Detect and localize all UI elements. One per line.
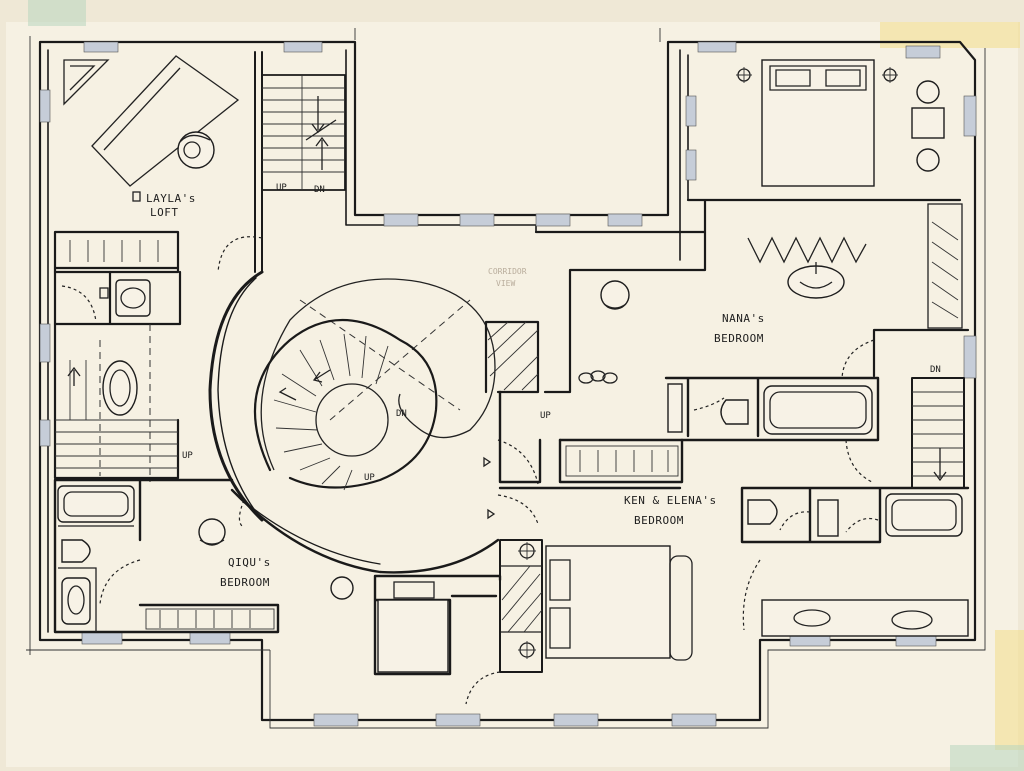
ken-elena-bedroom <box>465 390 970 705</box>
tape-right-edge <box>995 630 1024 750</box>
nana-bath <box>558 376 965 489</box>
stair-up-left: UP <box>182 451 193 461</box>
toilet-icon <box>61 539 91 563</box>
bathtub-icon <box>763 385 873 435</box>
tape-top-left <box>28 0 86 26</box>
toilet-icon <box>747 499 778 525</box>
label-corridor: CORRIDOR <box>488 267 527 276</box>
round-hall <box>208 270 540 600</box>
spiral-up: UP <box>364 473 375 483</box>
vanity-icon <box>761 599 969 637</box>
nana-bedroom <box>534 59 970 394</box>
planter-icon <box>330 576 354 600</box>
toilet-icon <box>720 399 749 425</box>
stair-up-center: UP <box>540 411 551 421</box>
armchair-icon <box>600 280 630 310</box>
label-nana: NANA's <box>722 312 765 325</box>
armchair-icon <box>177 131 215 169</box>
label-qiqu: QIQU's <box>228 556 271 569</box>
label-ken-elena-2: BEDROOM <box>634 514 684 527</box>
label-corridor-2: VIEW <box>496 279 515 288</box>
sink-icon <box>61 577 91 625</box>
tape-top-right <box>880 22 1020 48</box>
bed-icon <box>761 59 875 187</box>
stair-dn-north: DN <box>314 185 325 195</box>
label-qiqu-2: BEDROOM <box>220 576 270 589</box>
label-ken-elena: KEN & ELENA's <box>624 494 717 507</box>
stool-icon <box>198 518 226 546</box>
spiral-dn: DN <box>396 409 407 419</box>
window-marks <box>39 41 977 727</box>
stair-dn-east: DN <box>930 365 941 375</box>
left-bath <box>53 322 180 482</box>
label-layla-2: LOFT <box>150 206 179 219</box>
room-labels: LAYLA's LOFT NANA's BEDROOM KEN & ELENA'… <box>146 183 941 589</box>
study-bottom <box>373 574 502 676</box>
stair-north <box>261 74 346 191</box>
bathtub-icon <box>57 485 135 523</box>
label-layla: LAYLA's <box>146 192 196 205</box>
label-nana-2: BEDROOM <box>714 332 764 345</box>
stair-up-north: UP <box>276 183 287 193</box>
bathtub-icon <box>885 493 963 537</box>
sink-icon <box>102 360 138 416</box>
toilet-icon <box>115 279 151 317</box>
qiqu-bedroom <box>53 478 280 634</box>
layla-loft <box>53 51 263 326</box>
tape-bottom-right <box>950 745 1024 771</box>
bed-icon <box>545 545 671 659</box>
